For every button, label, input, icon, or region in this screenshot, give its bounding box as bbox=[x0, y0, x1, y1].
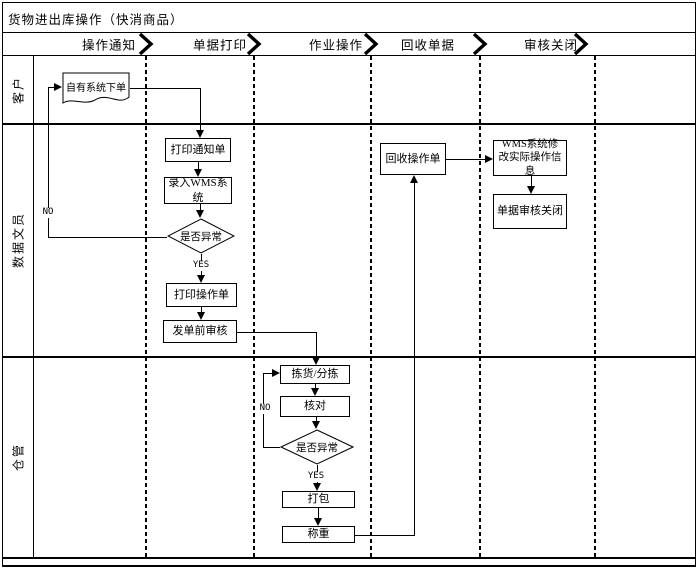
lane-divider-clerk-warehouse bbox=[2, 356, 695, 358]
arrowhead-down bbox=[197, 275, 205, 283]
node-label: 是否异常 bbox=[296, 442, 338, 454]
node-self-order-document: 自有系统下单 bbox=[62, 72, 130, 108]
phase-work-operation: 作业操作 bbox=[308, 38, 364, 53]
arrowhead-right bbox=[54, 83, 62, 91]
lane-label-data-clerk: 数据文员 bbox=[11, 211, 26, 269]
connector bbox=[531, 176, 532, 186]
connector bbox=[48, 87, 49, 238]
arrowhead-up bbox=[410, 175, 418, 183]
document-shape-icon bbox=[62, 72, 130, 104]
arrowhead-down bbox=[196, 130, 204, 138]
node-pre-send-review: 发单前审核 bbox=[163, 320, 237, 343]
phase-divider-3 bbox=[370, 56, 372, 557]
connector bbox=[318, 508, 319, 518]
node-pick-sort: 拣货/分拣 bbox=[280, 365, 350, 384]
title-separator-line bbox=[2, 32, 695, 33]
connector bbox=[200, 88, 201, 130]
arrowhead-right bbox=[485, 155, 493, 163]
connector bbox=[263, 373, 272, 374]
phase-divider-5 bbox=[594, 56, 596, 557]
node-wms-modify-info: WMS系统修改实际操作信息 bbox=[493, 139, 567, 177]
connector bbox=[130, 88, 201, 89]
diamond-shape-icon bbox=[279, 429, 355, 465]
phase-recycle-documents: 回收单据 bbox=[400, 38, 456, 53]
connector bbox=[355, 535, 414, 536]
arrowhead-down bbox=[314, 518, 322, 526]
node-enter-wms: 录入WMS系统 bbox=[164, 177, 232, 204]
connector bbox=[446, 159, 485, 160]
chevron-right-icon bbox=[472, 33, 488, 55]
arrowhead-right bbox=[272, 369, 280, 377]
node-weigh: 称重 bbox=[282, 526, 355, 543]
connector bbox=[316, 417, 317, 421]
connector bbox=[48, 237, 167, 238]
node-doc-abnormal-decision: 是否异常 bbox=[166, 218, 236, 254]
connector bbox=[200, 204, 201, 210]
node-pack: 打包 bbox=[282, 491, 355, 508]
arrowhead-down bbox=[312, 357, 320, 365]
lane-bottom-line bbox=[2, 557, 695, 559]
phase-divider-4 bbox=[479, 56, 481, 557]
lane-label-warehouse: 仓管 bbox=[11, 442, 26, 472]
connector bbox=[414, 183, 415, 536]
phase-operation-notify: 操作通知 bbox=[81, 38, 137, 53]
phase-divider-1 bbox=[145, 56, 147, 557]
lane-divider-customer-clerk bbox=[2, 123, 695, 125]
arrowhead-down bbox=[196, 210, 204, 218]
lane-label-column-divider bbox=[33, 56, 34, 557]
chevron-right-icon bbox=[573, 33, 589, 55]
connector bbox=[316, 332, 317, 357]
node-recycle-op-sheet: 回收操作单 bbox=[380, 143, 446, 175]
arrowhead-down bbox=[527, 186, 535, 194]
node-verify: 核对 bbox=[280, 396, 350, 417]
arrowhead-down bbox=[311, 388, 319, 396]
node-print-notice: 打印通知单 bbox=[165, 138, 231, 162]
arrowhead-down bbox=[312, 421, 320, 429]
node-label: 是否异常 bbox=[180, 231, 222, 243]
node-label: WMS系统修改实际操作信息 bbox=[498, 138, 562, 177]
connector bbox=[201, 307, 202, 312]
arrowhead-down bbox=[194, 169, 202, 177]
edge-label-yes-doc: YES bbox=[191, 260, 211, 271]
phase-print-documents: 单据打印 bbox=[192, 38, 248, 53]
connector bbox=[48, 87, 54, 88]
chevron-right-icon bbox=[138, 33, 154, 55]
connector bbox=[198, 162, 199, 169]
chevron-right-icon bbox=[246, 33, 262, 55]
arrowhead-down bbox=[313, 483, 321, 491]
connector bbox=[263, 447, 280, 448]
connector bbox=[237, 332, 316, 333]
lane-label-customer: 客户 bbox=[11, 75, 26, 105]
edge-label-yes-wh: YES bbox=[306, 471, 326, 482]
phase-divider-2 bbox=[253, 56, 255, 557]
node-wh-abnormal-decision: 是否异常 bbox=[279, 429, 355, 465]
diamond-shape-icon bbox=[166, 218, 236, 254]
edge-label-no-doc: NO bbox=[41, 207, 55, 218]
node-print-op-sheet: 打印操作单 bbox=[166, 283, 237, 307]
node-doc-review-close: 单据审核关闭 bbox=[493, 194, 567, 229]
arrowhead-down bbox=[197, 312, 205, 320]
node-label: 自有系统下单 bbox=[66, 83, 126, 94]
chevron-right-icon bbox=[363, 33, 379, 55]
page-title: 货物进出库操作（快消商品） bbox=[8, 13, 184, 27]
edge-label-no-wh: NO bbox=[258, 403, 272, 414]
header-bottom-line bbox=[2, 55, 695, 56]
phase-review-close: 审核关闭 bbox=[523, 38, 579, 53]
connector bbox=[315, 384, 316, 388]
